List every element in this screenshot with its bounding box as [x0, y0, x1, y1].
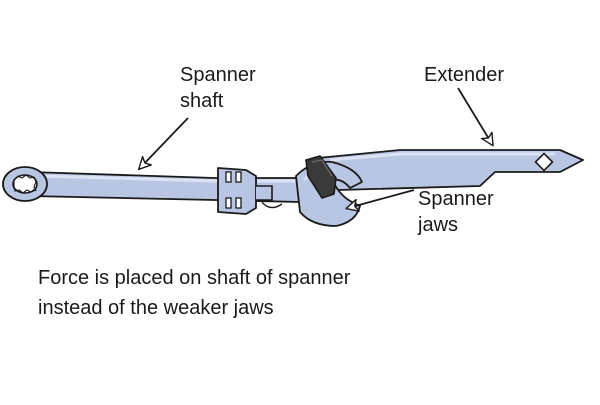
clamp-block [305, 155, 337, 199]
spanner-shaft-label-line1: Spanner [180, 64, 256, 86]
caption-line-2: instead of the weaker jaws [38, 297, 274, 319]
spanner-jaws-label: Spanner jaws [418, 186, 494, 238]
spanner-ring-end [2, 166, 48, 202]
extender-square-hole [534, 152, 554, 172]
extender-label: Extender [424, 64, 505, 86]
extender-bar [317, 149, 584, 191]
spanner-jaws-arrow [345, 189, 415, 212]
caption: Force is placed on shaft of spanner inst… [38, 263, 350, 323]
spanner-jaws-label-line1: Spanner [418, 188, 494, 210]
spanner-shaft-arrow [137, 117, 189, 171]
spanner-shaft-label-line2: shaft [180, 90, 224, 112]
spanner-jaws-label-line2: jaws [418, 214, 459, 236]
extender-arrow [457, 87, 494, 147]
spanner-shaft-label: Spanner shaft [180, 62, 256, 114]
clamp-fork [217, 167, 283, 215]
caption-line-1: Force is placed on shaft of spanner [38, 267, 351, 289]
